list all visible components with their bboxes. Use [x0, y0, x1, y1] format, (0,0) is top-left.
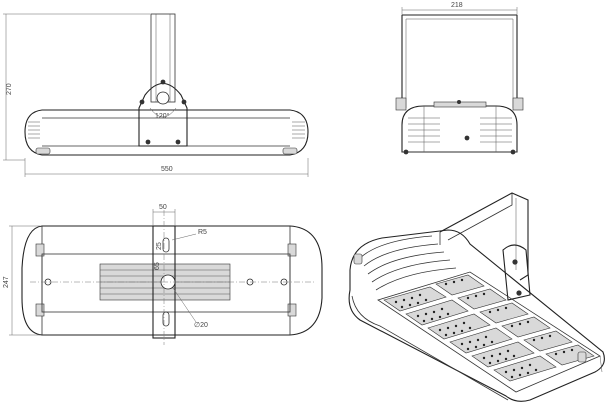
top-hole-diameter-label: ∅20	[194, 322, 208, 329]
front-housing	[24, 109, 309, 156]
front-hinge-pivot	[156, 91, 170, 105]
front-width-label: 550	[161, 166, 173, 173]
top-slot-offset-label: 65	[154, 262, 161, 270]
iso-led-modules	[383, 274, 595, 382]
side-housing	[401, 105, 518, 153]
iso-bracket	[439, 192, 529, 281]
top-view: 50 R5 25 65 ∅20 247	[3, 204, 323, 345]
front-height-label: 270	[6, 83, 13, 95]
top-height-label: 247	[3, 276, 10, 288]
front-fins-right	[282, 121, 305, 155]
isometric-view	[348, 192, 605, 402]
front-fins-left	[28, 121, 51, 155]
side-width-label: 218	[451, 2, 463, 9]
front-bracket	[150, 13, 176, 103]
side-view: 218	[395, 2, 524, 155]
top-slot-length-label: 25	[156, 242, 163, 250]
top-radius-label: R5	[198, 229, 207, 236]
iso-hinge	[502, 244, 531, 301]
front-view: 120° 270 550	[3, 13, 309, 177]
side-bracket	[401, 14, 518, 110]
rotation-angle-label: 120°	[155, 112, 170, 120]
front-hinge-plate	[138, 82, 188, 147]
side-fins	[408, 117, 512, 143]
top-bracket-width-label: 50	[159, 204, 167, 211]
iso-lens-dots	[394, 278, 574, 379]
iso-housing	[348, 229, 605, 402]
